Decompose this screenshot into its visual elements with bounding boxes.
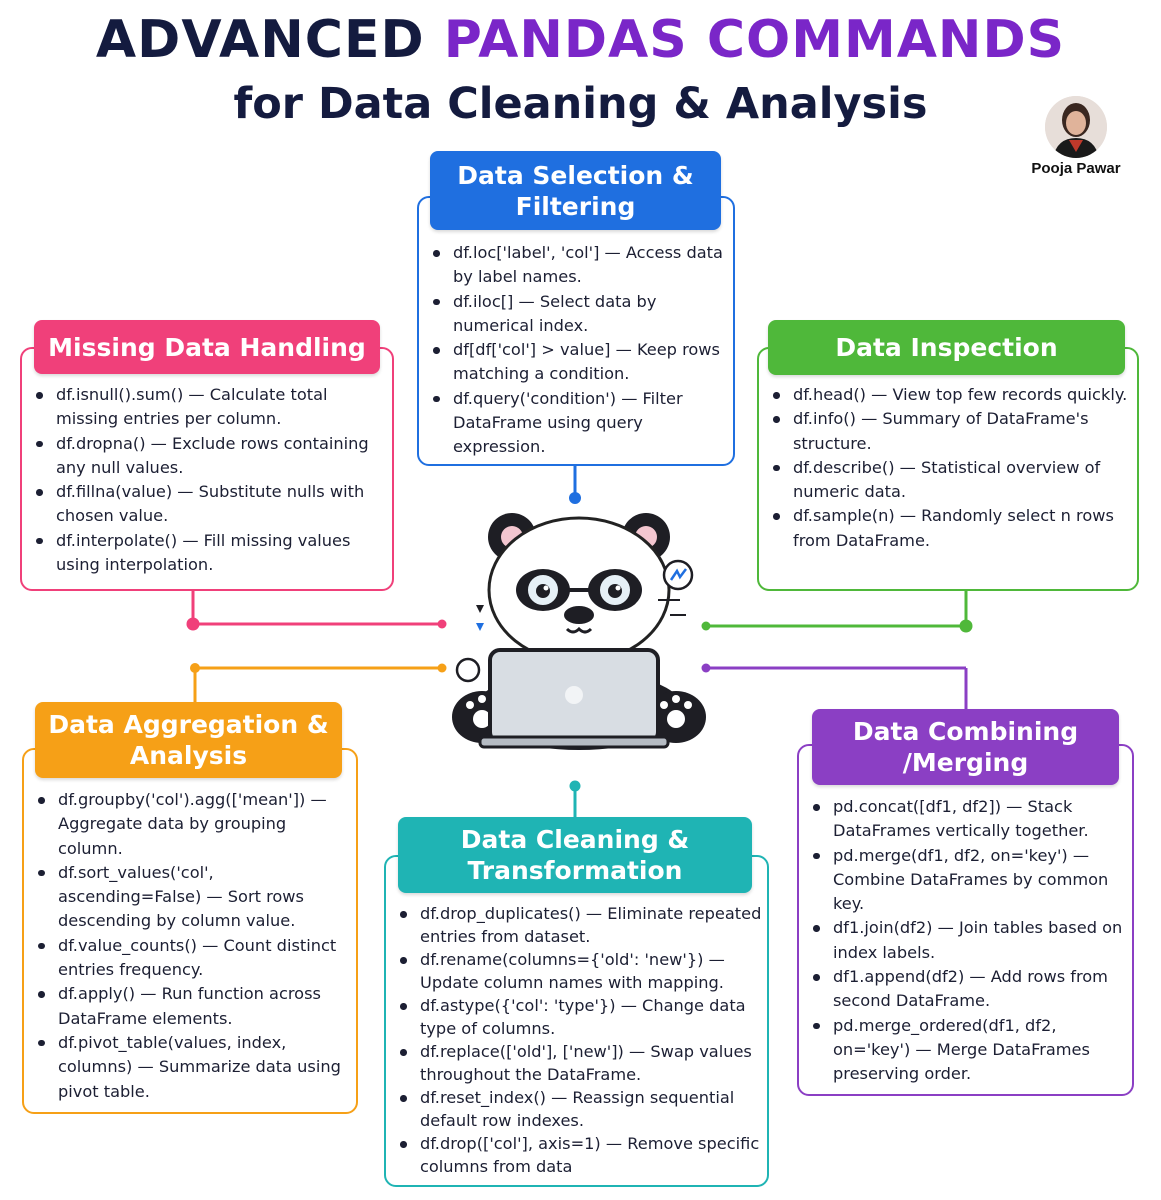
list-item: pd.concat([df1, df2]) — Stack DataFrames… — [813, 795, 1132, 844]
list-item: df.pivot_table(values, index, columns) —… — [38, 1031, 356, 1104]
list-item: df.fillna(value) — Substitute nulls with… — [36, 480, 392, 529]
header-data-selection: Data Selection & Filtering — [430, 151, 721, 230]
list-item: df.reset_index() — Reassign sequential d… — [400, 1086, 767, 1132]
list-item: df.isnull().sum() — Calculate total miss… — [36, 383, 392, 432]
title-part2: PANDAS COMMANDS — [443, 10, 1066, 70]
list-item: df.value_counts() — Count distinct entri… — [38, 934, 356, 983]
card-data-selection: df.loc['label', 'col'] — Access data by … — [417, 196, 735, 466]
header-data-inspection: Data Inspection — [768, 320, 1125, 375]
author-badge: Pooja Pawar — [1024, 96, 1128, 177]
list-item: pd.merge_ordered(df1, df2, on='key') — M… — [813, 1014, 1132, 1087]
list-item: df1.join(df2) — Join tables based on ind… — [813, 916, 1132, 965]
list-item: df.interpolate() — Fill missing values u… — [36, 529, 392, 578]
list-item: df.drop_duplicates() — Eliminate repeate… — [400, 902, 767, 948]
card-data-cleaning: df.drop_duplicates() — Eliminate repeate… — [384, 855, 769, 1187]
panda-mascot — [440, 505, 720, 759]
author-avatar — [1045, 96, 1107, 158]
section-title: Data Selection & Filtering — [457, 160, 694, 221]
section-title: Data Aggregation & Analysis — [48, 710, 329, 770]
card-missing-data: df.isnull().sum() — Calculate total miss… — [20, 347, 394, 591]
header-missing-data: Missing Data Handling — [34, 320, 380, 374]
section-title: Data Cleaning & Transformation — [460, 825, 690, 885]
list-item: df.replace(['old'], ['new']) — Swap valu… — [400, 1040, 767, 1086]
list-item: df.drop(['col'], axis=1) — Remove specif… — [400, 1132, 767, 1178]
header-data-combining: Data Combining /Merging — [812, 709, 1119, 785]
list-item: df.astype({'col': 'type'}) — Change data… — [400, 994, 767, 1040]
section-title: Data Combining /Merging — [852, 717, 1079, 777]
list-item: df.describe() — Statistical overview of … — [773, 456, 1137, 505]
header-data-aggregation: Data Aggregation & Analysis — [35, 702, 342, 778]
card-data-inspection: df.head() — View top few records quickly… — [757, 347, 1139, 591]
card-data-combining: pd.concat([df1, df2]) — Stack DataFrames… — [797, 744, 1134, 1096]
list-item: df.loc['label', 'col'] — Access data by … — [433, 241, 733, 290]
list-item: df.query('condition') — Filter DataFrame… — [433, 387, 733, 460]
list-item: df.iloc[] — Select data by numerical ind… — [433, 290, 733, 339]
author-name: Pooja Pawar — [1031, 160, 1121, 177]
header-data-cleaning: Data Cleaning & Transformation — [398, 817, 752, 893]
card-data-aggregation: df.groupby('col').agg(['mean']) — Aggreg… — [22, 748, 358, 1114]
list-item: df.head() — View top few records quickly… — [773, 383, 1137, 407]
list-item: df.apply() — Run function across DataFra… — [38, 982, 356, 1031]
list-item: df.info() — Summary of DataFrame's struc… — [773, 407, 1137, 456]
list-item: df.sort_values('col', ascending=False) —… — [38, 861, 356, 934]
section-title: Data Inspection — [835, 333, 1058, 362]
list-item: pd.merge(df1, df2, on='key') — Combine D… — [813, 844, 1132, 917]
list-item: df.sample(n) — Randomly select n rows fr… — [773, 504, 1137, 553]
section-title: Missing Data Handling — [48, 332, 366, 362]
list-item: df.dropna() — Exclude rows containing an… — [36, 432, 392, 481]
title-part1: ADVANCED — [95, 10, 425, 70]
page-title: ADVANCED PANDAS COMMANDS — [0, 8, 1161, 72]
list-item: df1.append(df2) — Add rows from second D… — [813, 965, 1132, 1014]
list-item: df[df['col'] > value] — Keep rows matchi… — [433, 338, 733, 387]
page-subtitle: for Data Cleaning & Analysis — [233, 79, 928, 129]
list-item: df.rename(columns={'old': 'new'}) — Upda… — [400, 948, 767, 994]
list-item: df.groupby('col').agg(['mean']) — Aggreg… — [38, 788, 356, 861]
